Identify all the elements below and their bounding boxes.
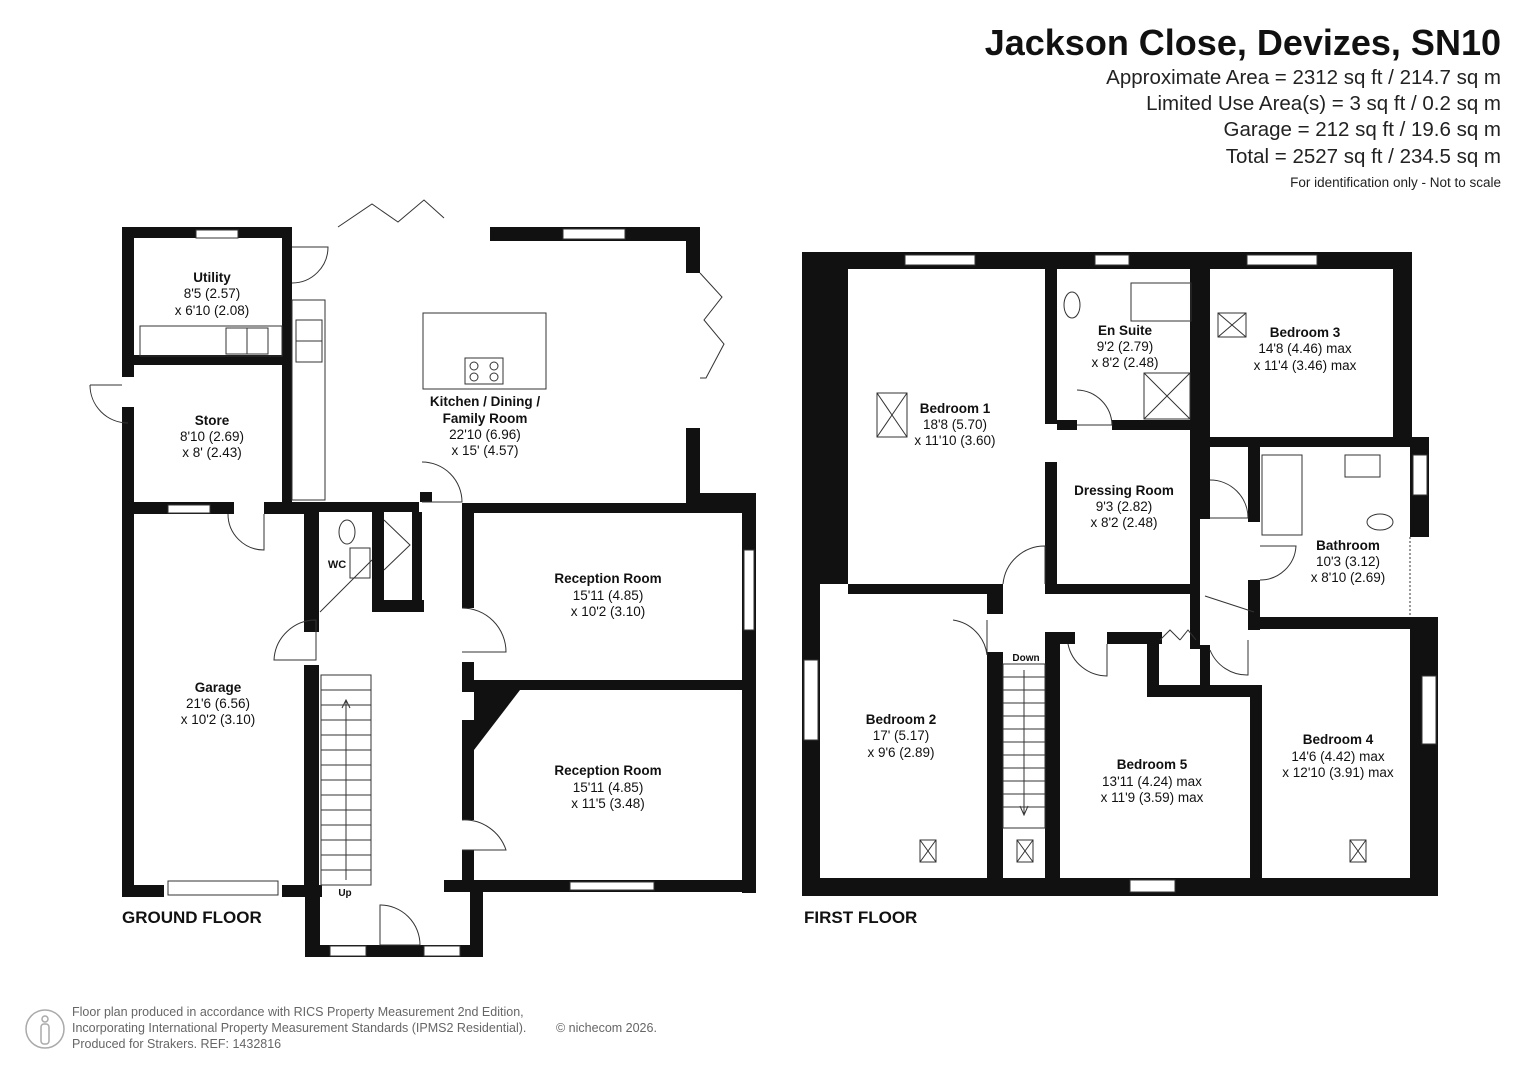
ground-floor-label: GROUND FLOOR: [122, 908, 262, 927]
ground-floor: [122, 227, 756, 957]
utility-dim1: 8'5 (2.57): [184, 286, 241, 301]
garage-dim2: x 10'2 (3.10): [181, 712, 256, 727]
kitchen-dim1: 22'10 (6.96): [449, 427, 521, 442]
kitchen-name-line2: Family Room: [443, 411, 528, 426]
garage-area: Garage = 212 sq ft / 19.6 sq m: [1223, 118, 1501, 141]
plan-title: Jackson Close, Devizes, SN10: [984, 22, 1501, 63]
bedroom-1-dim1: 18'8 (5.70): [923, 417, 987, 432]
footer-line-3: Produced for Strakers. REF: 1432816: [72, 1037, 282, 1051]
bedroom-3-name: Bedroom 3: [1270, 325, 1341, 340]
kitchen-name-line1: Kitchen / Dining /: [430, 394, 540, 409]
store-dim2: x 8' (2.43): [182, 445, 242, 460]
bedroom-3-dim2: x 11'4 (3.46) max: [1254, 358, 1357, 373]
utility-name: Utility: [193, 270, 231, 285]
wc-name: WC: [328, 559, 346, 571]
bedroom-4-dim1: 14'6 (4.42) max: [1291, 749, 1385, 764]
bedroom-5-name: Bedroom 5: [1117, 757, 1188, 772]
bedroom-1-name: Bedroom 1: [920, 401, 991, 416]
bedroom-5-dim2: x 11'9 (3.59) max: [1101, 790, 1204, 805]
bedroom-4-name: Bedroom 4: [1303, 732, 1374, 747]
limited-use-area: Limited Use Area(s) = 3 sq ft / 0.2 sq m: [1146, 92, 1501, 115]
approximate-area: Approximate Area = 2312 sq ft / 214.7 sq…: [1106, 66, 1501, 89]
bedroom-2-name: Bedroom 2: [866, 712, 937, 727]
footer-line-2: Incorporating International Property Mea…: [72, 1021, 527, 1035]
en-suite-name: En Suite: [1098, 323, 1152, 338]
reception-room-2-dim1: 15'11 (4.85): [573, 780, 644, 795]
scale-note: For identification only - Not to scale: [1290, 175, 1501, 190]
dressing-room-name: Dressing Room: [1074, 483, 1174, 498]
utility-dim2: x 6'10 (2.08): [175, 303, 250, 318]
copyright: © nichecom 2026.: [556, 1021, 657, 1035]
stairs-up-label: Up: [338, 888, 351, 899]
first-floor-fixtures: [803, 254, 1437, 893]
bedroom-4-dim2: x 12'10 (3.91) max: [1282, 765, 1394, 780]
reception-room-2-name: Reception Room: [554, 763, 661, 778]
bedroom-2-dim2: x 9'6 (2.89): [867, 745, 934, 760]
dressing-room-dim1: 9'3 (2.82): [1096, 499, 1153, 514]
reception-room-2-dim2: x 11'5 (3.48): [571, 796, 645, 811]
garage-name: Garage: [195, 680, 242, 695]
reception-room-1-dim1: 15'11 (4.85): [573, 588, 644, 603]
reception-room-1-name: Reception Room: [554, 571, 661, 586]
bedroom-2-dim1: 17' (5.17): [873, 728, 930, 743]
bathroom-dim1: 10'3 (3.12): [1316, 554, 1380, 569]
footer-line-1: Floor plan produced in accordance with R…: [72, 1005, 524, 1019]
reception-room-1-dim2: x 10'2 (3.10): [571, 604, 646, 619]
bedroom-3-dim1: 14'8 (4.46) max: [1258, 341, 1352, 356]
first-floor-label: FIRST FLOOR: [804, 908, 917, 927]
person-icon: [25, 1009, 65, 1049]
store-name: Store: [195, 413, 230, 428]
dressing-room-dim2: x 8'2 (2.48): [1090, 515, 1157, 530]
en-suite-dim1: 9'2 (2.79): [1097, 339, 1154, 354]
store-dim1: 8'10 (2.69): [180, 429, 244, 444]
ground-floor-fixtures: [89, 199, 755, 957]
bedroom-5-dim1: 13'11 (4.24) max: [1102, 774, 1202, 789]
bathroom-name: Bathroom: [1316, 538, 1380, 553]
garage-dim1: 21'6 (6.56): [186, 696, 250, 711]
bedroom-1-dim2: x 11'10 (3.60): [914, 433, 995, 448]
total-area: Total = 2527 sq ft / 234.5 sq m: [1225, 145, 1501, 168]
stairs-down-label: Down: [1012, 653, 1039, 664]
en-suite-dim2: x 8'2 (2.48): [1091, 355, 1158, 370]
bathroom-dim2: x 8'10 (2.69): [1311, 570, 1386, 585]
kitchen-dim2: x 15' (4.57): [451, 443, 518, 458]
